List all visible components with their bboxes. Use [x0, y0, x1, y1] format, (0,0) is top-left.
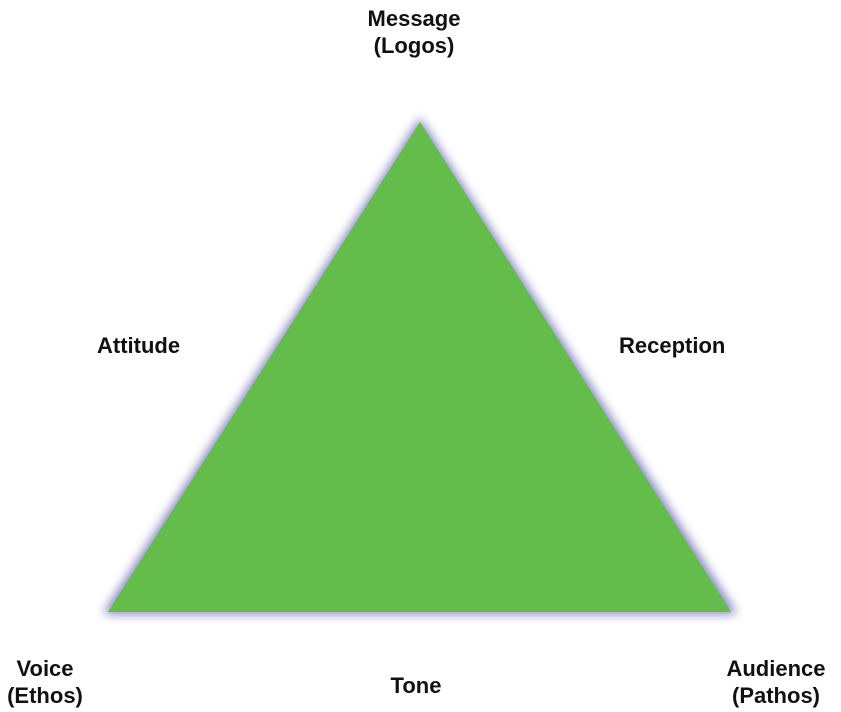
- vertex-label-message: Message (Logos): [354, 5, 474, 59]
- edge-label-tone: Tone: [390, 673, 442, 698]
- vertex-label-voice: Voice (Ethos): [0, 655, 90, 709]
- vertex-label-audience: Audience (Pathos): [712, 655, 840, 709]
- vertex-appeal-ethos: (Ethos): [7, 683, 83, 708]
- triangle-shape: [108, 122, 731, 612]
- edge-label-attitude: Attitude: [97, 333, 181, 358]
- edge-label-reception: Reception: [619, 333, 726, 358]
- vertex-appeal-pathos: (Pathos): [732, 683, 820, 708]
- vertex-term-voice: Voice: [16, 656, 74, 681]
- vertex-appeal-logos: (Logos): [373, 33, 455, 58]
- vertex-term-audience: Audience: [726, 656, 826, 681]
- vertex-term-message: Message: [367, 6, 461, 31]
